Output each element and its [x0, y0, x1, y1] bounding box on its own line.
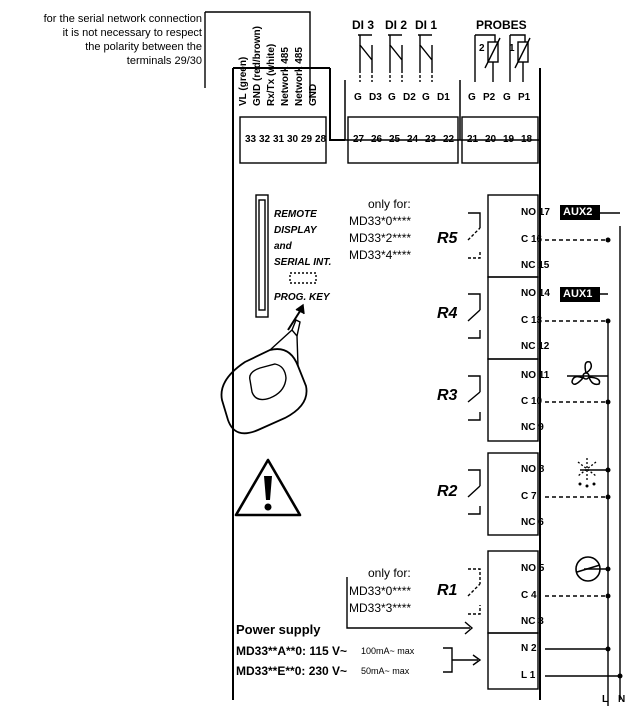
- mid-label-d1: D1: [437, 92, 450, 103]
- remote-line-3: and: [274, 241, 292, 252]
- terminal-31: 31: [273, 134, 285, 145]
- mid-label-g2: G: [388, 92, 396, 103]
- terminal-no8: NO 8: [521, 464, 545, 475]
- terminal-nc15: NC 15: [521, 260, 550, 271]
- remote-line-4: SERIAL INT.: [274, 257, 332, 268]
- terminal-23: 23: [425, 134, 437, 145]
- probes-header: PROBES: [476, 18, 527, 32]
- only-for-top-model-3: MD33*4****: [349, 248, 412, 262]
- note-line-1: for the serial network connection: [43, 13, 202, 25]
- power-line1-current: 100mA~ max: [361, 646, 415, 656]
- left-label-gnd: GND (red/brown): [252, 26, 263, 106]
- power-line2-current: 50mA~ max: [361, 666, 410, 676]
- bottom-label-l: L: [602, 694, 609, 705]
- relay-r5: R5: [437, 230, 458, 247]
- terminal-nc9: NC 9: [521, 422, 544, 433]
- power-line2-model: MD33**E**0: 230 V~: [236, 664, 348, 678]
- relay-r1: R1: [437, 582, 458, 599]
- terminal-28: 28: [315, 134, 327, 145]
- only-for-top-model-2: MD33*2****: [349, 231, 412, 245]
- terminal-19: 19: [503, 134, 515, 145]
- terminal-c13: C 13: [521, 315, 543, 326]
- terminal-26: 26: [371, 134, 383, 145]
- terminal-nc3: NC 3: [521, 616, 544, 627]
- terminal-30: 30: [287, 134, 299, 145]
- terminal-n2: N 2: [521, 643, 537, 654]
- fan-icon: [571, 360, 601, 386]
- note-line-2: it is not necessary to respect: [62, 27, 202, 39]
- mid-label-g3: G: [422, 92, 430, 103]
- terminal-no11: NO 11: [521, 370, 550, 381]
- di1-header: DI 1: [415, 18, 438, 32]
- terminal-33: 33: [245, 134, 257, 145]
- relay-r2: R2: [437, 483, 458, 500]
- note-line-4: terminals 29/30: [126, 55, 202, 67]
- remote-line-1: REMOTE: [274, 209, 317, 220]
- only-for-top-title: only for:: [368, 197, 411, 211]
- terminal-no5: NO 5: [521, 563, 545, 574]
- terminal-no14: NO 14: [521, 288, 550, 299]
- only-for-top-model-1: MD33*0****: [349, 214, 412, 228]
- terminal-27: 27: [353, 134, 365, 145]
- left-label-gnd2: GND: [308, 83, 319, 106]
- terminal-c16: C 16: [521, 234, 543, 245]
- only-for-bottom-model-1: MD33*0****: [349, 584, 412, 598]
- probe-number-1: 1: [509, 43, 515, 54]
- note-line-3: the polarity between the: [85, 41, 202, 53]
- terminal-25: 25: [389, 134, 401, 145]
- power-line1-model: MD33**A**0: 115 V~: [236, 644, 348, 658]
- terminal-l1: L 1: [521, 670, 536, 681]
- probe-label-p2: P2: [483, 92, 496, 103]
- di3-header: DI 3: [352, 18, 375, 32]
- probe-label-p1: P1: [518, 92, 531, 103]
- terminal-32: 32: [259, 134, 271, 145]
- mid-label-d2: D2: [403, 92, 416, 103]
- only-for-bottom-model-2: MD33*3****: [349, 601, 412, 615]
- terminal-nc6: NC 6: [521, 517, 544, 528]
- left-label-net1: Network 485: [280, 47, 291, 106]
- relay-r4: R4: [437, 305, 458, 322]
- di2-header: DI 2: [385, 18, 408, 32]
- only-for-bottom-title: only for:: [368, 566, 411, 580]
- terminal-c7: C 7: [521, 491, 537, 502]
- relay-r3: R3: [437, 387, 458, 404]
- mid-label-g1: G: [354, 92, 362, 103]
- left-label-rxtx: Rx/Tx (white): [266, 43, 277, 106]
- terminal-nc12: NC 12: [521, 341, 550, 352]
- terminal-18: 18: [521, 134, 533, 145]
- aux2-label: AUX2: [563, 206, 593, 218]
- probe-number-2: 2: [479, 43, 485, 54]
- terminal-22: 22: [443, 134, 455, 145]
- aux1-label: AUX1: [563, 288, 593, 300]
- terminal-21: 21: [467, 134, 479, 145]
- probe-label-g2: G: [503, 92, 511, 103]
- terminal-20: 20: [485, 134, 497, 145]
- terminal-29: 29: [301, 134, 313, 145]
- drops-icon: [578, 482, 596, 488]
- terminal-c10: C 10: [521, 396, 543, 407]
- remote-line-2: DISPLAY: [274, 225, 317, 236]
- remote-line-5: PROG. KEY: [274, 292, 330, 303]
- left-label-vl: VL (green): [238, 56, 249, 106]
- defrost-icon: [577, 458, 597, 480]
- compressor-icon: [575, 556, 601, 582]
- mid-label-d3: D3: [369, 92, 382, 103]
- bottom-label-n: N: [618, 694, 626, 705]
- probe-label-g1: G: [468, 92, 476, 103]
- terminal-no17: NO 17: [521, 207, 550, 218]
- power-title: Power supply: [236, 622, 321, 637]
- terminal-c4: C 4: [521, 590, 537, 601]
- terminal-24: 24: [407, 134, 419, 145]
- left-label-net2: Network 485: [294, 47, 305, 106]
